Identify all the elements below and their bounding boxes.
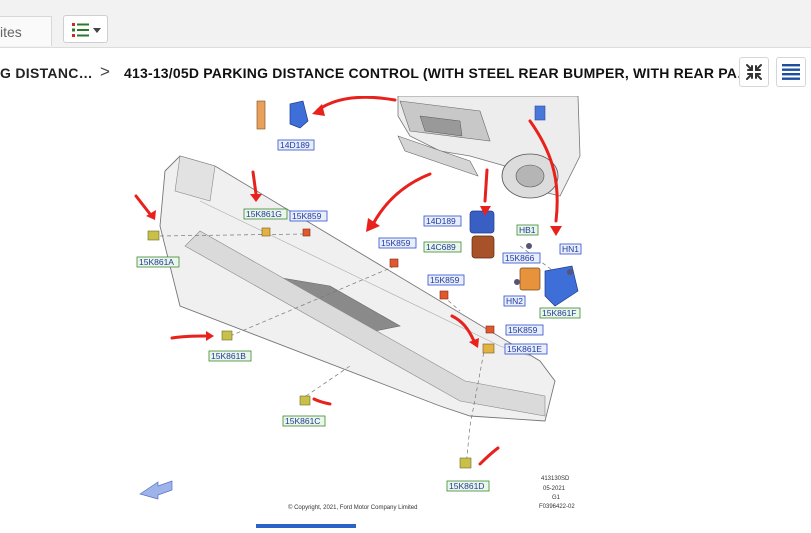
view-selector-button[interactable] [63,15,108,43]
menu-button[interactable] [776,57,806,87]
label-15k861a: 15K861A [139,257,174,267]
label-15k859-c: 15K859 [430,275,460,285]
label-15k861e: 15K861E [507,344,542,354]
label-15k861f: 15K861F [542,308,577,318]
collapse-arrows-icon [746,64,762,80]
rear-bumper-illustration [159,155,556,422]
favorites-tab[interactable]: ites [0,16,52,46]
copyright-text: © Copyright, 2021, Ford Motor Company Li… [288,504,417,511]
ref-code: 413130SD [541,476,570,482]
breadcrumb: G DISTANC… > 413-13/05D PARKING DISTANCE… [0,48,811,97]
breadcrumb-previous[interactable]: G DISTANC… [0,65,93,81]
ref-figure-number: F0396422-02 [539,504,575,510]
ref-date: 05-2021 [543,486,566,492]
chevron-down-icon [93,28,101,33]
hamburger-menu-icon [782,64,800,80]
label-15k859-a: 15K859 [292,211,322,221]
collapse-button[interactable] [739,57,769,87]
label-14d189-top: 14D189 [280,140,310,150]
list-view-icon [72,23,89,37]
label-15k859-b: 15K859 [381,238,411,248]
label-15k859-d: 15K859 [508,325,538,335]
callout-labels: 14D189 15K861G 15K859 15K861A 15K859 14D… [136,139,582,492]
figure-reference: 413130SD 05-2021 G1 F0396422-02 [539,476,575,510]
breadcrumb-separator: > [100,62,110,81]
label-14d189-mid: 14D189 [426,216,456,226]
breadcrumb-current: 413-13/05D PARKING DISTANCE CONTROL (WIT… [124,65,752,81]
label-hn1: HN1 [562,244,579,254]
label-hn2: HN2 [506,296,523,306]
parts-diagram: 14D189 15K861G 15K859 15K861A 15K859 14D… [0,95,811,528]
active-tab-indicator [256,524,356,528]
red-arrowheads [146,104,562,348]
red-annotation-arrows [134,95,559,466]
label-hb1: HB1 [519,225,536,235]
favorites-tab-label: ites [0,24,22,40]
label-15k861b: 15K861B [211,351,246,361]
orientation-arrow-icon [139,480,173,500]
vehicle-rear-illustration [397,95,581,199]
ref-g: G1 [552,495,561,501]
label-15k861g: 15K861G [246,209,282,219]
label-15k866: 15K866 [505,253,535,263]
label-14c689: 14C689 [426,242,456,252]
components [147,100,579,469]
label-15k861d: 15K861D [449,481,484,491]
top-toolbar: ites [0,0,811,48]
label-15k861c: 15K861C [285,416,320,426]
